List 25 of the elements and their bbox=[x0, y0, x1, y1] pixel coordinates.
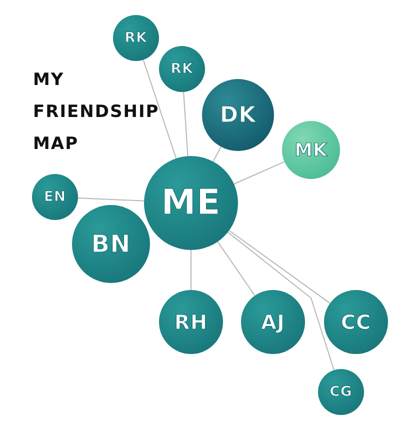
connector-line bbox=[217, 241, 256, 296]
connector-line bbox=[227, 232, 334, 371]
initials-label: RH bbox=[174, 310, 208, 334]
friend-circle bbox=[32, 174, 78, 220]
initials-label: ME bbox=[161, 183, 221, 223]
initials-label: RK bbox=[170, 61, 194, 77]
friend-circle bbox=[113, 15, 159, 61]
initials-label: DK bbox=[220, 102, 256, 128]
friend-circle bbox=[318, 369, 364, 415]
initials-label: CG bbox=[330, 384, 352, 400]
initials-label: AJ bbox=[261, 310, 285, 334]
connector-line bbox=[234, 161, 285, 184]
initials-label: MK bbox=[294, 140, 328, 160]
initials-label: RK bbox=[124, 30, 148, 46]
connector-line bbox=[142, 59, 177, 159]
connector-line bbox=[183, 91, 188, 157]
friend-circle bbox=[159, 46, 205, 92]
initials-label: BN bbox=[91, 230, 131, 258]
connector-line bbox=[228, 230, 331, 304]
title: MY FRIENDSHIP MAP bbox=[33, 69, 160, 156]
connector-line bbox=[190, 250, 192, 290]
initials-label: EN bbox=[44, 189, 66, 205]
initials-label: CC bbox=[340, 310, 372, 334]
connector-line bbox=[212, 146, 222, 162]
connector-line bbox=[77, 198, 145, 202]
